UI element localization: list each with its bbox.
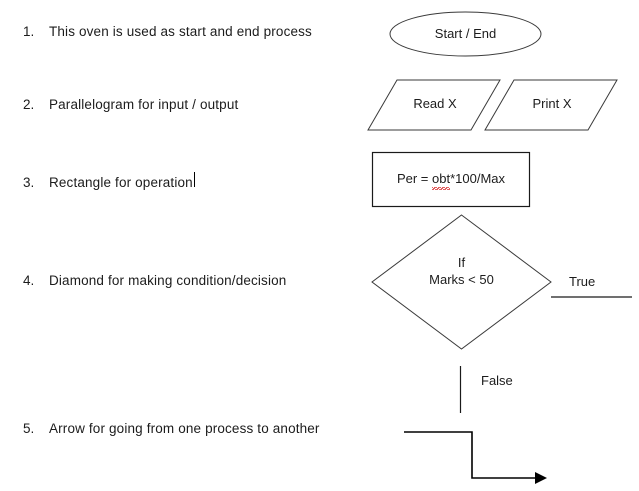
process-label-misspelled-word: obt: [432, 171, 451, 190]
list-item: 1. This oven is used as start and end pr…: [23, 23, 312, 40]
list-item: 5. Arrow for going from one process to a…: [23, 420, 320, 437]
decision-label-line1: If: [457, 255, 466, 270]
false-branch-label: False: [481, 373, 513, 388]
list-item: 2. Parallelogram for input / output: [23, 96, 238, 113]
process-label: Per = obt*100/Max: [372, 171, 530, 190]
process-label-suffix: *100/Max: [450, 171, 506, 186]
list-item-label: Rectangle for operation: [49, 175, 193, 190]
arrowhead-icon: [535, 472, 547, 484]
list-item-number: 5.: [23, 421, 35, 436]
list-item-number: 1.: [23, 24, 35, 39]
list-item: 4. Diamond for making condition/decision: [23, 272, 286, 289]
output-parallelogram-shape: [484, 79, 618, 131]
decision-label-line2: Marks < 50: [429, 272, 494, 287]
decision-diamond-shape: [371, 214, 552, 350]
process-rectangle-shape: [371, 151, 531, 208]
list-item: 3. Rectangle for operation: [23, 172, 195, 191]
process-label-prefix: Per =: [396, 171, 433, 186]
terminator-ellipse-shape: [389, 11, 542, 57]
list-item-number: 2.: [23, 97, 35, 112]
list-item-label: Arrow for going from one process to anot…: [49, 421, 320, 436]
input-parallelogram-shape: [367, 79, 501, 131]
text-cursor: [193, 172, 195, 187]
terminator-label: Start / End: [434, 26, 497, 41]
list-item-label: Parallelogram for input / output: [49, 97, 239, 112]
input-label: Read X: [413, 96, 457, 111]
list-item-label: Diamond for making condition/decision: [49, 273, 287, 288]
list-item-label: This oven is used as start and end proce…: [49, 24, 312, 39]
output-label: Print X: [532, 96, 572, 111]
process-connector-arrow-line: [404, 431, 536, 479]
list-item-number: 4.: [23, 273, 35, 288]
list-item-number: 3.: [23, 175, 35, 190]
true-branch-label: True: [569, 274, 596, 289]
decision-label: If Marks < 50: [382, 254, 541, 288]
